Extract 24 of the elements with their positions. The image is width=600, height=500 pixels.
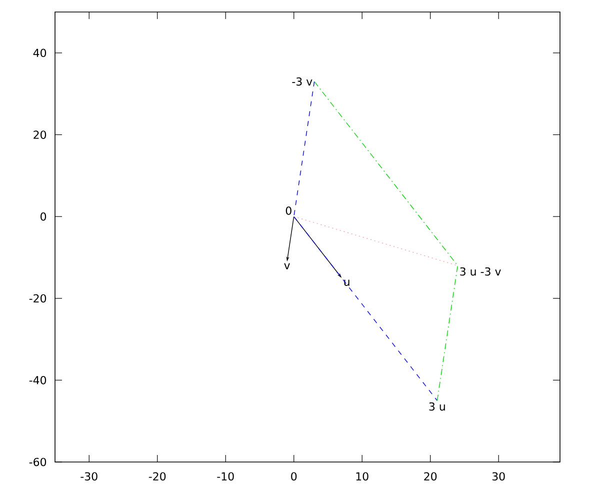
axis-tick-label: -30 <box>80 472 98 480</box>
connector-line <box>294 81 315 217</box>
connector-line <box>436 265 458 401</box>
axis-tick-label: 30 <box>492 472 505 480</box>
axis-tick-label: -10 <box>217 472 234 480</box>
axis-tick-label: -40 <box>29 376 46 384</box>
point-label: 3 u -3 v <box>460 267 501 276</box>
connector-line <box>294 216 458 266</box>
axis-tick-label: 20 <box>424 472 437 480</box>
axis-tick-label: -20 <box>29 294 46 302</box>
axis-tick-label: 10 <box>356 472 368 480</box>
axis-tick-label: 0 <box>40 212 46 221</box>
axis-tick-label: -20 <box>148 472 166 480</box>
axis-tick-label: 0 <box>291 472 297 480</box>
point-label: -3 v <box>292 77 312 86</box>
axis-tick-label: -60 <box>29 458 46 466</box>
axis-tick-label: 20 <box>34 130 46 139</box>
point-label: 3 u <box>429 402 445 411</box>
point-label: u <box>344 280 350 286</box>
point-label: v <box>284 263 290 270</box>
axis-tick-label: 40 <box>33 48 46 58</box>
connector-line <box>294 216 438 401</box>
point-label: 0 <box>286 206 292 215</box>
connector-line <box>314 81 458 266</box>
